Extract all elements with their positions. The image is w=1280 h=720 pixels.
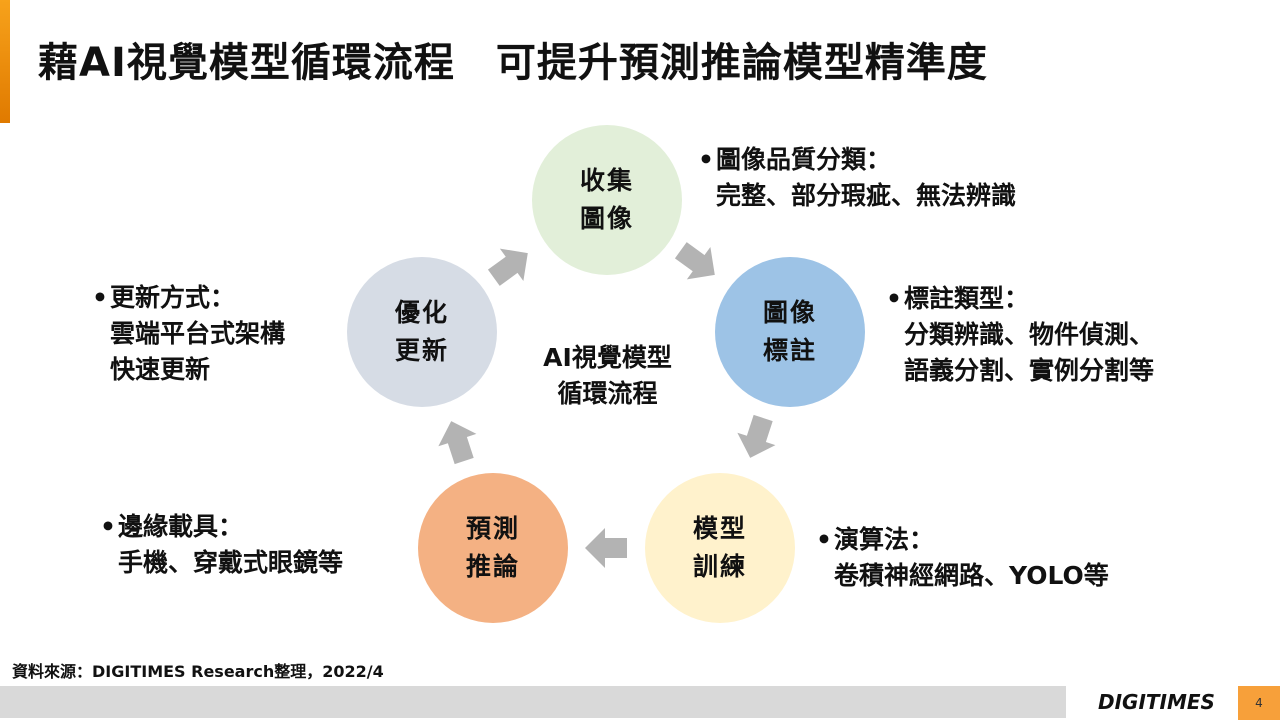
- source-note: 資料來源：DIGITIMES Research整理，2022/4: [12, 662, 384, 681]
- note-train: •演算法： 卷積神經網路、YOLO等: [816, 522, 1109, 594]
- step-label: 標註: [762, 336, 817, 365]
- step-label: 圖像: [579, 204, 634, 233]
- note-line: 雲端平台式架構: [110, 319, 286, 348]
- step-label: 訓練: [692, 552, 747, 581]
- step-label: 收集: [579, 166, 634, 195]
- note-line: 卷積神經網路、YOLO等: [834, 561, 1109, 590]
- step-label: 模型: [692, 514, 747, 543]
- note-head: 演算法：: [834, 525, 935, 554]
- slide-title: 藉AI視覺模型循環流程 可提升預測推論模型精準度: [38, 40, 988, 86]
- note-head: 圖像品質分類：: [716, 145, 892, 174]
- note-collect: •圖像品質分類： 完整、部分瑕疵、無法辨識: [698, 142, 1016, 214]
- flow-arrow-icon: [438, 421, 477, 465]
- step-image-annotation: 圖像標註: [715, 257, 865, 407]
- flow-arrow-icon: [487, 248, 528, 286]
- step-optimize-update: 優化更新: [347, 257, 497, 407]
- step-label: 圖像: [762, 298, 817, 327]
- flow-arrow-icon: [674, 242, 715, 280]
- note-line: 快速更新: [110, 355, 211, 384]
- note-line: 語義分割、實例分割等: [904, 356, 1155, 385]
- step-label: 預測: [465, 514, 520, 543]
- center-label-line: 循環流程: [557, 379, 658, 408]
- note-head: 標註類型：: [904, 284, 1030, 313]
- note-line: 完整、部分瑕疵、無法辨識: [716, 181, 1017, 210]
- step-collect-images: 收集圖像: [532, 125, 682, 275]
- bullet-icon: •: [100, 512, 116, 541]
- flow-arrow-icon: [737, 414, 776, 458]
- cycle-center-label: AI視覺模型 循環流程: [520, 340, 695, 412]
- note-infer: •邊緣載具： 手機、穿戴式眼鏡等: [100, 509, 343, 581]
- note-head: 更新方式：: [110, 283, 236, 312]
- note-update: •更新方式： 雲端平台式架構 快速更新: [92, 280, 285, 388]
- page-number: 4: [1238, 686, 1280, 720]
- note-label: •標註類型： 分類辨識、物件偵測、 語義分割、實例分割等: [886, 281, 1154, 389]
- step-label: 推論: [465, 552, 520, 581]
- note-head: 邊緣載具：: [118, 512, 244, 541]
- center-label-line: AI視覺模型: [543, 343, 672, 372]
- bullet-icon: •: [886, 284, 902, 313]
- bullet-icon: •: [698, 145, 714, 174]
- note-line: 分類辨識、物件偵測、: [904, 320, 1155, 349]
- bullet-icon: •: [816, 525, 832, 554]
- footer-bar: [0, 686, 1066, 718]
- note-line: 手機、穿戴式眼鏡等: [118, 548, 344, 577]
- flow-arrow-icon: [585, 528, 627, 568]
- step-label: 優化: [394, 298, 449, 327]
- digitimes-logo: DIGITIMES: [1098, 690, 1215, 714]
- step-model-training: 模型訓練: [645, 473, 795, 623]
- step-inference: 預測推論: [418, 473, 568, 623]
- bullet-icon: •: [92, 283, 108, 312]
- step-label: 更新: [394, 336, 449, 365]
- title-accent-bar: [0, 0, 10, 123]
